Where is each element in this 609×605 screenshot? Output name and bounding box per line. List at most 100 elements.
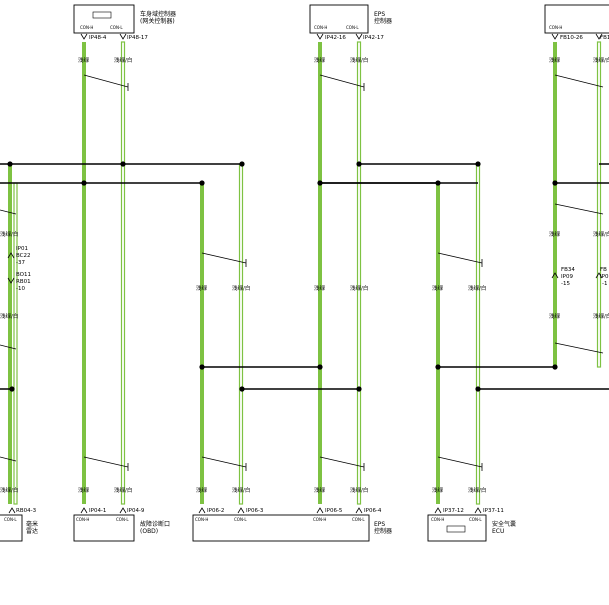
svg-text:浅绿: 浅绿 <box>549 56 561 64</box>
svg-text:IP06-4: IP06-4 <box>364 508 382 514</box>
svg-text:浅绿: 浅绿 <box>314 56 326 64</box>
svg-text:IP06-3: IP06-3 <box>246 508 264 514</box>
svg-text:-37: -37 <box>16 260 25 266</box>
svg-text:浅绿/白: 浅绿/白 <box>232 486 250 494</box>
svg-text:浅绿: 浅绿 <box>432 486 444 494</box>
svg-text:IP42-16: IP42-16 <box>325 35 346 41</box>
wire-eps-h <box>318 42 322 504</box>
svg-text:BO11: BO11 <box>16 272 31 278</box>
svg-text:IP37-11: IP37-11 <box>483 508 504 514</box>
svg-text:IP48-4: IP48-4 <box>89 35 107 41</box>
wire-radar <box>8 164 12 504</box>
svg-text:CON-H: CON-H <box>431 517 444 522</box>
svg-text:EPS: EPS <box>374 521 385 528</box>
svg-text:FB34: FB34 <box>561 267 575 273</box>
svg-text:CON-H: CON-H <box>195 517 208 522</box>
svg-text:故障诊断口: 故障诊断口 <box>140 520 170 528</box>
svg-text:浅绿: 浅绿 <box>78 56 90 64</box>
svg-text:-15: -15 <box>561 281 570 287</box>
wire-labels-mid: 浅绿 浅绿/白 浅绿 浅绿/白 浅绿 浅绿/白 <box>196 284 486 292</box>
svg-text:IP06-2: IP06-2 <box>207 508 224 514</box>
wire-right-l <box>596 41 602 368</box>
svg-text:CON-L: CON-L <box>346 25 359 30</box>
module-subtitle: (网关控制器) <box>140 17 175 25</box>
wire-labels-top: 浅绿 浅绿/白 浅绿 浅绿/白 浅绿 浅绿/白 <box>78 56 609 64</box>
svg-text:IP09: IP09 <box>561 274 573 280</box>
svg-text:CON-H: CON-H <box>549 25 562 30</box>
wire-labels-bottom: 浅绿/白 浅绿 浅绿/白 浅绿 浅绿/白 浅绿 浅绿/白 浅绿 浅绿/白 <box>0 486 486 494</box>
svg-text:浅绿/白: 浅绿/白 <box>593 230 609 238</box>
svg-text:浅绿/白: 浅绿/白 <box>350 56 368 64</box>
svg-text:IP0: IP0 <box>600 274 609 280</box>
svg-text:IP48-17: IP48-17 <box>127 35 148 41</box>
svg-text:CON-H: CON-H <box>80 25 93 30</box>
svg-text:毫米: 毫米 <box>26 520 38 528</box>
svg-text:IP06-5: IP06-5 <box>325 508 343 514</box>
module-obd[interactable]: CON-H CON-L 故障诊断口 (OBD) <box>73 514 170 542</box>
svg-text:CON-L: CON-L <box>116 517 129 522</box>
left-connectors: 浅绿/白 IP01 BC22 -37 BO11 RB01 -10 浅绿/白 <box>0 230 31 320</box>
svg-text:FB1: FB1 <box>600 35 609 41</box>
wire-eps-b2 <box>238 163 244 505</box>
svg-text:控制器: 控制器 <box>374 527 392 535</box>
svg-text:IP04-9: IP04-9 <box>127 508 145 514</box>
svg-text:-1: -1 <box>602 281 607 287</box>
svg-text:CON-L: CON-L <box>110 25 123 30</box>
svg-text:CON-L: CON-L <box>469 517 482 522</box>
svg-text:FB10-26: FB10-26 <box>560 35 583 41</box>
svg-text:浅绿/白: 浅绿/白 <box>468 486 486 494</box>
module-right-top[interactable]: CON-H <box>544 4 609 34</box>
bus-lines <box>0 163 609 390</box>
svg-text:EPS: EPS <box>374 11 385 18</box>
svg-text:浅绿/白: 浅绿/白 <box>593 312 609 320</box>
svg-text:CON-L: CON-L <box>234 517 247 522</box>
bottom-pins: RB04-3 IP04-1 IP04-9 IP06-2 IP06-3 IP06-… <box>8 507 504 514</box>
svg-text:FB: FB <box>600 267 607 273</box>
svg-text:浅绿/白: 浅绿/白 <box>0 312 18 320</box>
svg-text:浅绿/白: 浅绿/白 <box>0 486 18 494</box>
svg-text:浅绿: 浅绿 <box>196 284 208 292</box>
svg-text:浅绿: 浅绿 <box>549 230 561 238</box>
svg-text:IP37-12: IP37-12 <box>443 508 464 514</box>
wire-eps-b1 <box>200 183 204 504</box>
wire-obd-l <box>120 41 126 505</box>
svg-text:IP01: IP01 <box>16 246 28 252</box>
twist-markers <box>0 74 604 471</box>
svg-text:浅绿/白: 浅绿/白 <box>0 230 18 238</box>
svg-text:浅绿/白: 浅绿/白 <box>350 486 368 494</box>
right-connectors: 浅绿 浅绿/白 FB34 IP09 -15 FB IP0 -1 浅绿 浅绿/白 <box>549 230 609 320</box>
svg-text:浅绿: 浅绿 <box>196 486 208 494</box>
module-name: 车身域控制器 <box>140 10 176 18</box>
svg-text:浅绿/白: 浅绿/白 <box>232 284 250 292</box>
svg-text:ECU: ECU <box>492 528 504 535</box>
svg-text:CON-H: CON-H <box>313 517 326 522</box>
module-body-controller[interactable]: CON-H CON-L 车身域控制器 (网关控制器) <box>73 4 176 34</box>
svg-text:控制器: 控制器 <box>374 17 392 25</box>
svg-text:浅绿: 浅绿 <box>78 486 90 494</box>
module-radar[interactable]: CON-L 毫米 雷达 <box>0 514 38 542</box>
wire-airbag-l <box>475 163 481 505</box>
green-wires <box>8 41 602 505</box>
svg-text:浅绿: 浅绿 <box>314 284 326 292</box>
svg-text:浅绿/白: 浅绿/白 <box>114 56 132 64</box>
wire-airbag-h <box>436 183 440 504</box>
module-eps-top[interactable]: CON-H CON-L EPS 控制器 <box>309 4 392 34</box>
svg-text:浅绿/白: 浅绿/白 <box>593 56 609 64</box>
svg-text:IP42-17: IP42-17 <box>363 35 384 41</box>
svg-text:浅绿: 浅绿 <box>549 312 561 320</box>
module-eps-bottom[interactable]: CON-H CON-L CON-H CON-L EPS 控制器 <box>192 514 392 542</box>
svg-text:(OBD): (OBD) <box>140 528 158 535</box>
splice-dots <box>7 161 558 392</box>
svg-text:浅绿: 浅绿 <box>432 284 444 292</box>
svg-text:IP04-1: IP04-1 <box>89 508 106 514</box>
svg-text:RB04-3: RB04-3 <box>16 508 37 514</box>
wire-eps-l <box>356 41 362 505</box>
wire-obd-h <box>82 42 86 504</box>
svg-text:-10: -10 <box>16 286 25 292</box>
svg-text:安全气囊: 安全气囊 <box>492 520 516 528</box>
svg-text:BC22: BC22 <box>16 253 31 259</box>
module-airbag[interactable]: CON-H CON-L 安全气囊 ECU <box>427 514 516 542</box>
wire-right-h <box>553 42 557 367</box>
svg-text:CON-H: CON-H <box>314 25 327 30</box>
